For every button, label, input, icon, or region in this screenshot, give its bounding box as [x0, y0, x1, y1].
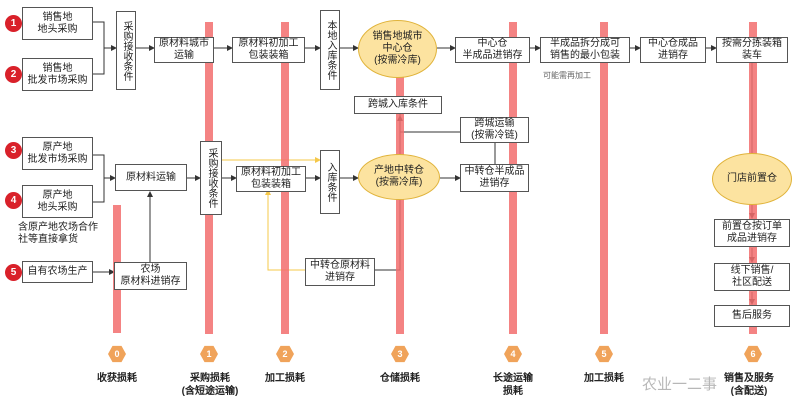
source-2-box: 销售地 批发市场采购	[22, 58, 93, 91]
local-inbound-box: 本地入库条件	[320, 10, 340, 90]
cross-city-transport-box: 跨城运输 (按需冷链)	[460, 117, 529, 143]
procure-receive-box: 采购接收条件	[116, 11, 136, 90]
source-3-box: 原产地 批发市场采购	[22, 137, 93, 170]
source-4-box: 原产地 地头采购	[22, 185, 93, 218]
pick-load-box: 按需分拣装箱 装车	[716, 37, 788, 63]
loss-6-label: 销售及服务 (含配送)	[724, 373, 774, 397]
loss-6-badge: 6	[744, 345, 762, 363]
source-1-badge: 1	[5, 15, 22, 32]
loss-bar-5	[600, 22, 608, 334]
loss-3-badge: 3	[391, 345, 409, 363]
farm-raw-box: 农场 原材料进销存	[114, 262, 187, 290]
store-front-oval: 门店前置仓	[712, 153, 792, 205]
cross-city-inbound-box: 跨城入库条件	[354, 96, 442, 114]
raw-process-pack-mid-box: 原材料初加工 包装装箱	[236, 166, 306, 192]
loss-5-label: 加工损耗	[584, 373, 624, 384]
watermark-text: 农业一二事	[642, 376, 718, 393]
loss-5-badge: 5	[595, 345, 613, 363]
raw-city-transport-box: 原材料城市 运输	[154, 37, 214, 63]
source-2-badge: 2	[5, 66, 22, 83]
inbound-box: 入库条件	[320, 150, 340, 214]
loss-0-label: 收获损耗	[97, 373, 137, 384]
source-1-box: 销售地 地头采购	[22, 7, 93, 40]
loss-1-label: 采购损耗 (含短途运输)	[181, 373, 239, 397]
source-5-badge: 5	[5, 264, 22, 281]
source-5-box: 自有农场生产	[22, 261, 93, 283]
after-sales-box: 售后服务	[714, 305, 790, 327]
loss-2-label: 加工损耗	[265, 373, 305, 384]
loss-2-badge: 2	[276, 345, 294, 363]
loss-3-label: 仓储损耗	[380, 373, 420, 384]
loss-4-label: 长途运输 损耗	[493, 373, 533, 397]
transit-semi-box: 中转仓半成品 进销存	[460, 164, 529, 192]
loss-1-badge: 1	[200, 345, 218, 363]
source-4-badge: 4	[5, 192, 22, 209]
raw-process-pack-top-box: 原材料初加工 包装装箱	[232, 37, 305, 63]
repack-note: 可能需再加工	[543, 71, 591, 80]
offline-sales-box: 线下销售/ 社区配送	[714, 263, 790, 291]
semi-split-box: 半成品拆分成可 销售的最小包装	[540, 37, 630, 63]
loss-4-badge: 4	[504, 345, 522, 363]
center-finished-box: 中心仓成品 进销存	[640, 37, 706, 63]
raw-transport-box: 原材料运输	[115, 164, 187, 191]
coop-note: 含原产地农场合作 社等直接拿货	[18, 222, 98, 245]
origin-transit-oval: 产地中转仓 (按需冷库)	[358, 154, 440, 200]
center-semi-inventory-box: 中心仓 半成品进销存	[455, 37, 530, 63]
procure-receive-2-box: 采购接收条件	[200, 141, 222, 215]
sales-city-center-oval: 销售地城市 中心仓 (按需冷库)	[358, 20, 437, 78]
loss-0-badge: 0	[108, 345, 126, 363]
source-3-badge: 3	[5, 142, 22, 159]
front-finished-box: 前置仓按订单 成品进销存	[714, 219, 790, 247]
transit-raw-box: 中转仓原材料 进销存	[305, 258, 375, 286]
